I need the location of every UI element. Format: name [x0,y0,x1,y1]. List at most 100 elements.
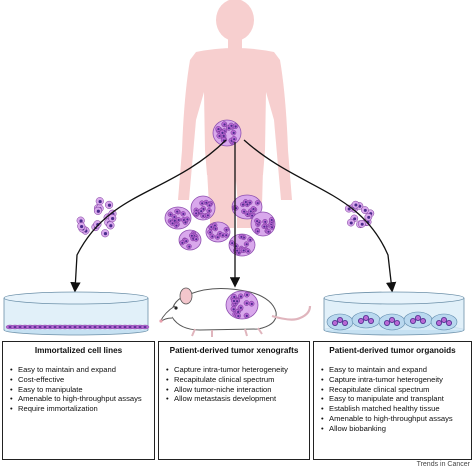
cell-nucleus [249,238,252,241]
cell-nucleus [113,326,117,328]
cell-nucleus [241,203,244,206]
cell-cluster-left [76,197,117,238]
cell-nucleus [173,216,176,219]
cell-nucleus [98,199,102,204]
cell-nucleus [347,207,351,211]
cell-nucleus [58,326,62,328]
cell-nucleus [133,326,137,328]
cell-nucleus [256,220,259,223]
cell-nucleus [236,249,239,252]
cell-lines-box: Immortalized cell lines Easy to maintain… [2,341,155,460]
organoid [357,317,364,324]
cell-nucleus [103,326,107,328]
cell-lines-list: Easy to maintain and expand Cost-effecti… [9,365,148,414]
cell-nucleus [195,238,198,241]
cell-nucleus [185,240,188,243]
organoid [393,319,400,326]
cell-nucleus [38,326,42,328]
cell-nucleus [246,213,249,216]
primary-tumor [212,119,242,147]
mouse-xenograft [159,287,312,337]
cell-nucleus [186,218,189,221]
cell-nucleus [256,230,259,233]
organoid [435,319,442,326]
cell-nucleus [23,326,27,328]
cell-nucleus [175,224,178,227]
cell-monolayer [5,324,150,330]
organoid [414,314,421,321]
cell-nucleus [245,314,248,317]
cell-nucleus [221,131,224,134]
list-item: Capture intra-tumor heterogeneity [320,375,465,385]
cell-nucleus [96,209,100,213]
cell-nucleus [246,203,249,206]
cell-nucleus [103,232,108,236]
cell-nucleus [353,217,357,221]
cell-nucleus [232,299,236,303]
list-item: Easy to manipulate [9,385,148,395]
organoid [362,314,369,321]
cell-lines-title: Immortalized cell lines [34,346,123,355]
cell-nucleus [360,222,364,226]
cell-nucleus [143,326,147,328]
cell-nucleus [93,326,97,328]
mouse-ear [179,287,193,305]
xenografts-box: Patient-derived tumor xenografts Capture… [158,341,310,460]
cell-nucleus [177,218,180,221]
cell-nucleus [48,326,52,328]
cell-nucleus [214,227,217,230]
organoid [331,319,338,326]
cell-nucleus [349,221,353,225]
list-item: Cost-effective [9,375,148,385]
organoid [367,317,374,324]
cell-nucleus [138,326,142,328]
cell-nucleus [230,124,233,127]
list-item: Require immortalization [9,404,148,414]
cell-nucleus [128,326,132,328]
list-item: Easy to maintain and expand [320,365,465,375]
cell-cluster-right [344,200,375,229]
organoid-domes [326,311,458,331]
cell-nucleus [251,214,254,217]
cell-nucleus [118,326,122,328]
cell-nucleus [237,310,240,314]
cell-nucleus [222,134,225,138]
cell-nucleus [271,226,274,229]
cell-nucleus [263,225,266,228]
cell-nucleus [239,295,243,298]
list-item: Establish matched healthy tissue [320,404,465,414]
cell-nucleus [190,234,193,237]
cell-nucleus [107,203,112,207]
cell-nucleus [247,250,250,253]
list-item: Recapitulate clinical spectrum [165,375,303,385]
cell-nucleus [208,204,211,207]
cell-nucleus [233,295,236,299]
organoid [440,316,447,323]
cell-nucleus [43,326,47,328]
cell-nucleus [209,231,212,234]
cell-nucleus [245,293,249,296]
journal-credit: Trends in Cancer [416,461,470,468]
cell-nucleus [237,314,240,318]
cell-nucleus [231,242,234,245]
arrows [70,139,397,293]
cell-nucleus [235,245,238,248]
cell-nucleus [28,326,32,328]
organoids-list: Easy to maintain and expand Capture intr… [320,365,465,434]
cell-nucleus [98,326,102,328]
cell-nucleus [218,134,221,138]
cell-nucleus [13,326,17,328]
cell-nucleus [245,302,248,305]
cell-nucleus [123,326,127,328]
mouse-tail [271,305,312,321]
cell-nucleus [234,125,237,128]
cell-nucleus [242,249,245,252]
cell-nucleus [213,224,216,227]
cell-nucleus [182,219,185,222]
cell-nucleus [223,123,226,126]
cell-nucleus [233,138,236,141]
cell-nucleus [111,216,115,221]
list-item: Amenable to high-throughput assays [320,414,465,424]
cell-nucleus [249,210,252,213]
